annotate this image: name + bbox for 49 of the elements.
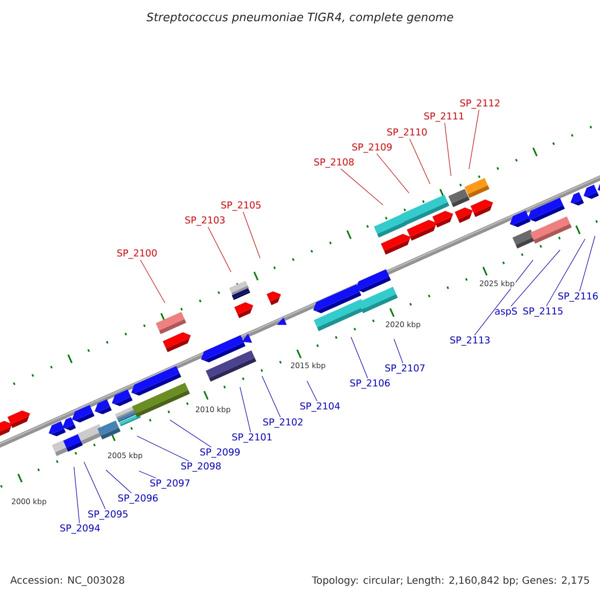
title: Streptococcus pneumoniae TIGR4, complete genome [146, 12, 454, 24]
leader-line [468, 110, 480, 170]
leader-line [240, 386, 251, 432]
leader-line [136, 436, 190, 462]
leader-line [84, 462, 106, 510]
leader-line [140, 260, 166, 304]
leader-line [306, 380, 318, 402]
gene-label: SP_2097 [150, 479, 190, 489]
leader-line [444, 122, 452, 176]
gene-label: aspS [495, 307, 517, 317]
gene-label: SP_2110 [387, 128, 427, 138]
gene-label: SP_2095 [88, 510, 128, 520]
gene-label: SP_2094 [60, 524, 100, 534]
gene-label: SP_2113 [450, 336, 490, 346]
gene-label: SP_2099 [200, 448, 240, 458]
gene-label: SP_2104 [300, 402, 340, 412]
gene-label: SP_2116 [558, 292, 598, 302]
leader-line [106, 470, 132, 494]
gene-label: SP_2098 [181, 462, 221, 472]
gene-label: SP_2107 [385, 364, 425, 374]
leader-line [510, 250, 560, 307]
gene-label: SP_2096 [118, 494, 158, 504]
gene-label: SP_2100 [117, 249, 157, 259]
leader-line [208, 226, 232, 272]
leader-line [242, 212, 260, 258]
leader-line [74, 466, 80, 524]
accession-text: Accession: NC_003028 [9, 575, 126, 587]
leader-line [138, 470, 156, 478]
genome-info-text: Topology: circular; Length: 2,160,842 bp; Genes: 2,175 [310, 575, 591, 587]
gene-label: SP_2108 [314, 158, 354, 168]
gene-label: SP_2103 [185, 216, 225, 226]
leader-line [579, 236, 596, 292]
leader-line [340, 168, 384, 206]
leader-line [394, 338, 404, 364]
leader-line [474, 260, 534, 336]
gene-label: SP_2112 [460, 99, 500, 109]
leader-line [170, 420, 212, 448]
gene-label: SP_2106 [350, 379, 390, 389]
leader-line [546, 238, 586, 306]
gene-label: SP_2115 [523, 307, 563, 317]
gene-label: SP_2109 [352, 143, 392, 153]
leader-line [409, 138, 430, 184]
leader-line [350, 336, 368, 378]
gene-label: SP_2101 [232, 433, 272, 443]
gene-label: SP_2105 [221, 201, 261, 211]
leader-line [262, 376, 281, 418]
leader-line [376, 154, 410, 194]
gene-label: SP_2111 [424, 112, 464, 122]
gene-label: SP_2102 [263, 418, 302, 428]
